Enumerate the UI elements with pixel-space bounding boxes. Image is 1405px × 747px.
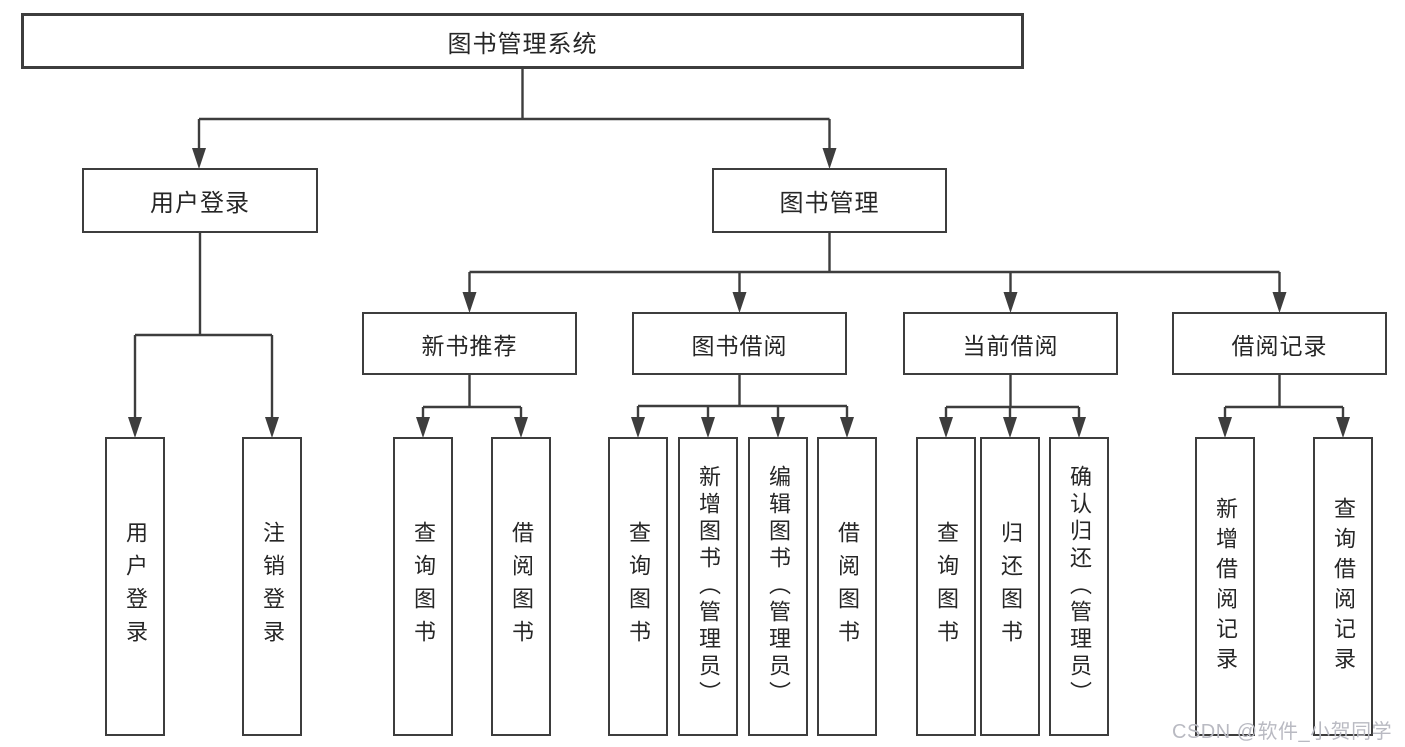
node-book-borrow-label: 图书借阅 (691, 332, 788, 359)
leaf-edit-books-admin: 编辑图书（管理员） (748, 437, 808, 736)
node-new-book-recommend: 新书推荐 (362, 312, 577, 375)
node-book-borrow: 图书借阅 (632, 312, 847, 375)
node-user-login: 用户登录 (82, 168, 318, 233)
leaf-return-books-label: 归还图书 (998, 520, 1023, 653)
leaf-query-borrow-record: 查询借阅记录 (1313, 437, 1373, 736)
watermark: CSDN @软件_小贺同学 (1172, 721, 1393, 743)
leaf-query-books-2-label: 查询图书 (626, 520, 651, 653)
leaf-borrow-books-1: 借阅图书 (491, 437, 551, 736)
node-current-borrow: 当前借阅 (903, 312, 1118, 375)
leaf-edit-books-admin-label: 编辑图书（管理员） (766, 465, 791, 708)
leaf-query-books-1: 查询图书 (393, 437, 453, 736)
leaf-query-borrow-record-label: 查询借阅记录 (1331, 496, 1356, 677)
node-new-book-recommend-label: 新书推荐 (421, 332, 518, 359)
leaf-user-login-label: 用户登录 (123, 520, 148, 653)
leaf-add-borrow-record-label: 新增借阅记录 (1213, 496, 1238, 677)
leaf-add-books-admin-label: 新增图书（管理员） (696, 465, 721, 708)
leaf-logout: 注销登录 (242, 437, 302, 736)
node-root-label: 图书管理系统 (447, 30, 598, 58)
node-book-management-label: 图书管理 (779, 190, 880, 217)
leaf-query-books-3: 查询图书 (916, 437, 976, 736)
leaf-add-borrow-record: 新增借阅记录 (1195, 437, 1255, 736)
leaf-confirm-return-admin-label: 确认归还（管理员） (1067, 465, 1092, 708)
leaf-borrow-books-1-label: 借阅图书 (509, 520, 534, 653)
leaf-borrow-books-2-label: 借阅图书 (835, 520, 860, 653)
node-borrow-record: 借阅记录 (1172, 312, 1387, 375)
node-user-login-label: 用户登录 (150, 190, 250, 217)
node-borrow-record-label: 借阅记录 (1231, 332, 1328, 359)
leaf-query-books-1-label: 查询图书 (411, 520, 436, 653)
leaf-user-login: 用户登录 (105, 437, 165, 736)
leaf-add-books-admin: 新增图书（管理员） (678, 437, 738, 736)
leaf-query-books-3-label: 查询图书 (934, 520, 959, 653)
leaf-borrow-books-2: 借阅图书 (817, 437, 877, 736)
leaf-query-books-2: 查询图书 (608, 437, 668, 736)
leaf-return-books: 归还图书 (980, 437, 1040, 736)
leaf-confirm-return-admin: 确认归还（管理员） (1049, 437, 1109, 736)
leaf-logout-label: 注销登录 (260, 520, 285, 653)
node-current-borrow-label: 当前借阅 (962, 332, 1059, 359)
node-root: 图书管理系统 (21, 13, 1024, 69)
node-book-management: 图书管理 (712, 168, 947, 233)
